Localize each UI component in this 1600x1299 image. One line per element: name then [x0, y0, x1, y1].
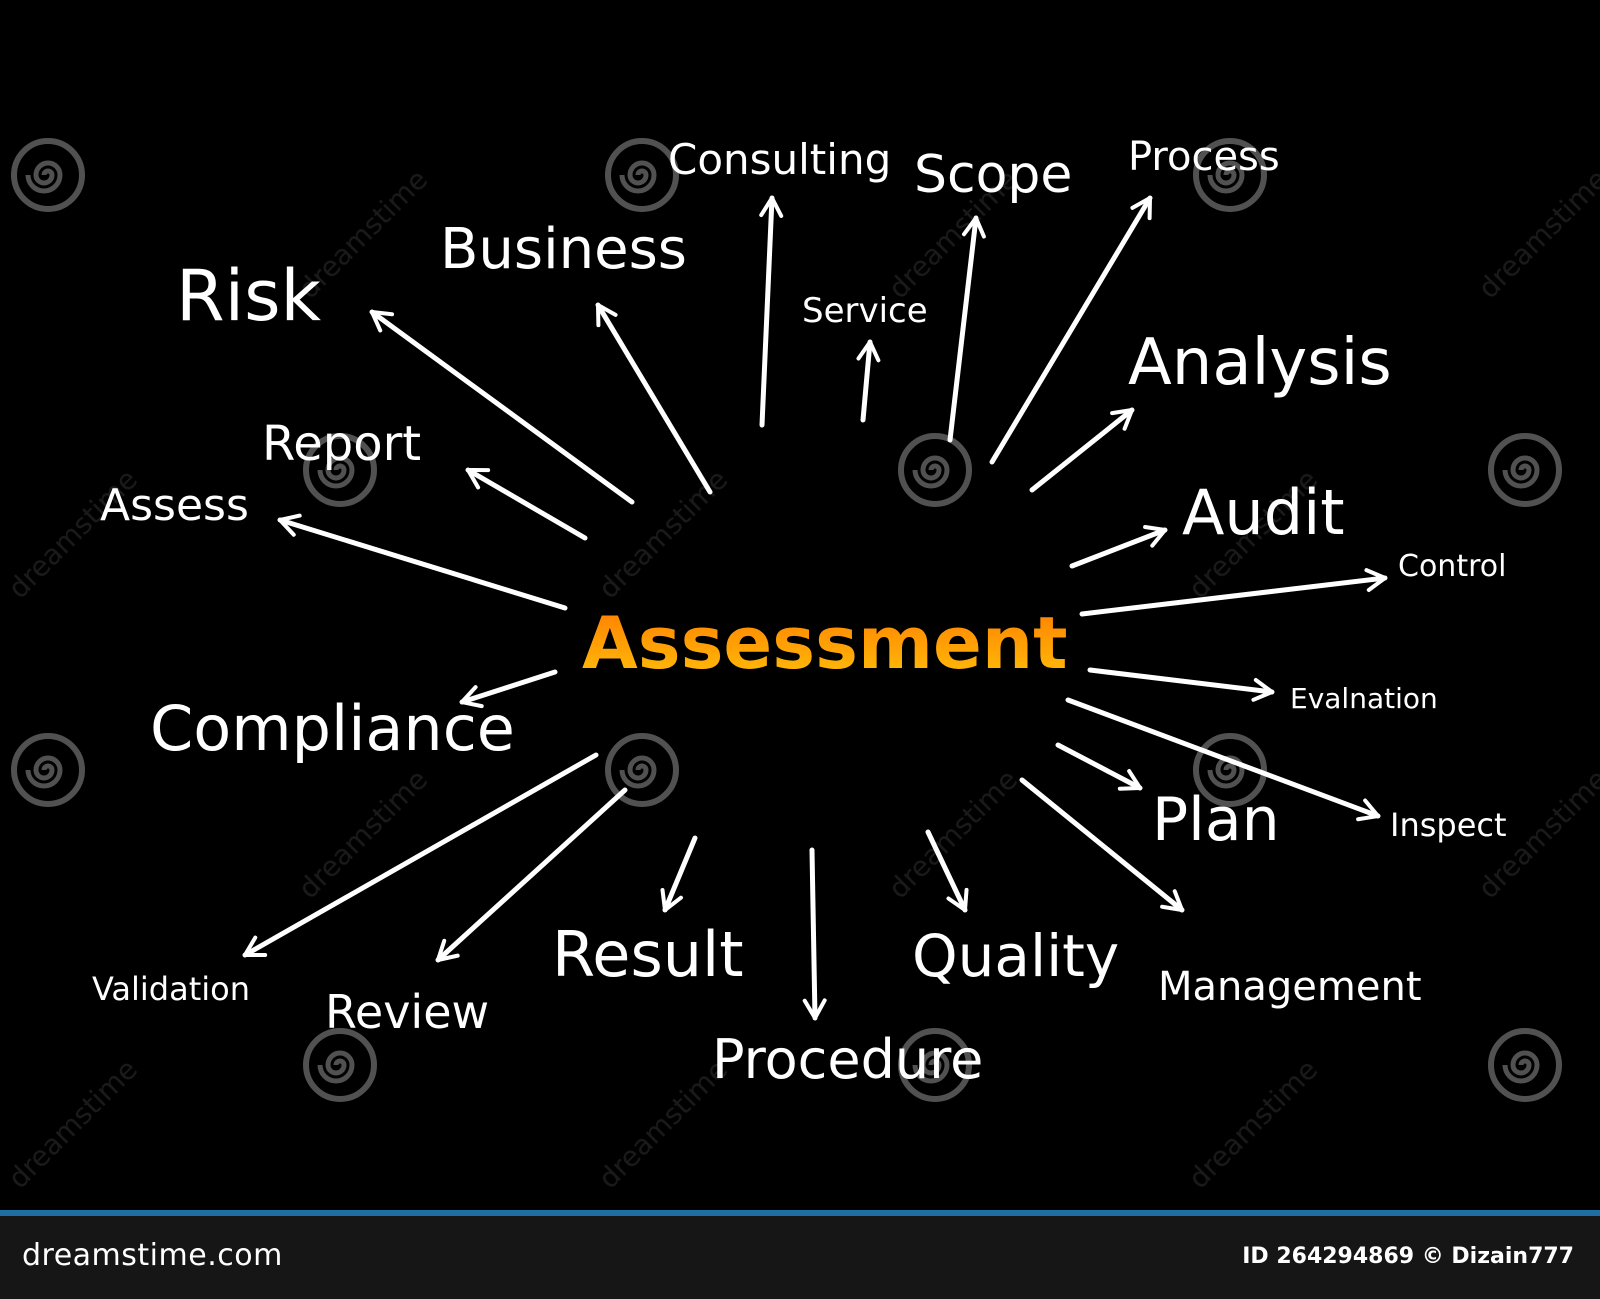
center-term: Assessment — [582, 601, 1068, 685]
arrow-analysis — [1029, 407, 1135, 493]
arrow-validation — [242, 752, 599, 958]
term-review: Review — [325, 985, 489, 1039]
arrow-quality — [925, 829, 969, 913]
arrow-control — [1079, 568, 1388, 617]
term-scope: Scope — [914, 145, 1072, 205]
term-result: Result — [552, 918, 744, 991]
watermark-text: dreamstime — [2, 1053, 144, 1195]
arrow-review — [435, 787, 628, 963]
watermark-text: dreamstime — [592, 463, 734, 605]
term-plan: Plan — [1152, 785, 1280, 855]
term-management: Management — [1158, 964, 1422, 1010]
arrow-management — [1019, 777, 1185, 913]
mind-map: dreamstime dreamstime dreamstime dreamst… — [2, 134, 1600, 1195]
spiral-logo-icon — [306, 1031, 374, 1099]
arrow-audit — [1069, 524, 1168, 569]
term-service: Service — [802, 291, 928, 331]
spiral-logo-icon — [608, 141, 676, 209]
arrow-report — [465, 467, 588, 541]
term-analysis: Analysis — [1128, 326, 1392, 400]
arrow-consulting — [759, 195, 784, 428]
term-validation: Validation — [92, 970, 250, 1008]
term-consulting: Consulting — [668, 135, 891, 184]
spiral-logo-icon — [1491, 436, 1559, 504]
term-inspect: Inspect — [1390, 806, 1507, 844]
spiral-logo-icon — [1491, 1031, 1559, 1099]
footer-brand[interactable]: dreamstime.com — [22, 1238, 283, 1273]
arrow-evalnation — [1087, 667, 1275, 702]
arrow-compliance — [459, 669, 558, 709]
footer-credit: ID 264294869 © Dizain777 — [1242, 1244, 1574, 1269]
footer-stripe — [0, 1210, 1600, 1216]
arrow-result — [660, 835, 698, 913]
term-business: Business — [440, 217, 687, 282]
arrow-process — [989, 195, 1153, 465]
diagram-canvas: dreamstime dreamstime dreamstime dreamst… — [1, 134, 1600, 1195]
watermark-text: dreamstime — [1182, 1053, 1324, 1195]
term-risk: Risk — [176, 255, 322, 337]
arrow-inspect — [1065, 697, 1381, 822]
arrows — [242, 195, 1388, 1021]
term-report: Report — [262, 416, 421, 472]
arrow-service — [856, 339, 881, 423]
arrow-business — [595, 302, 713, 495]
term-control: Control — [1398, 549, 1506, 584]
term-assess: Assess — [100, 480, 249, 531]
term-quality: Quality — [912, 922, 1119, 990]
watermark-text: dreamstime — [292, 763, 434, 905]
term-process: Process — [1128, 134, 1280, 180]
term-procedure: Procedure — [712, 1028, 983, 1091]
arrow-procedure — [802, 847, 827, 1021]
arrow-assess — [277, 513, 568, 611]
terms: Risk Business Consulting Scope Process S… — [92, 134, 1507, 1091]
term-evalnation: Evalnation — [1290, 682, 1438, 715]
term-audit: Audit — [1182, 476, 1345, 549]
footer-bar: dreamstime.com ID 264294869 © Dizain777 — [0, 1210, 1600, 1299]
arrow-scope — [947, 215, 986, 443]
spiral-logo-icon — [901, 436, 969, 504]
arrow-plan — [1055, 742, 1143, 791]
spiral-logo-icon — [14, 736, 82, 804]
spiral-logo-icon — [14, 141, 82, 209]
term-compliance: Compliance — [150, 692, 515, 765]
watermark-text: dreamstime — [1472, 163, 1600, 305]
arrow-risk — [369, 309, 635, 505]
